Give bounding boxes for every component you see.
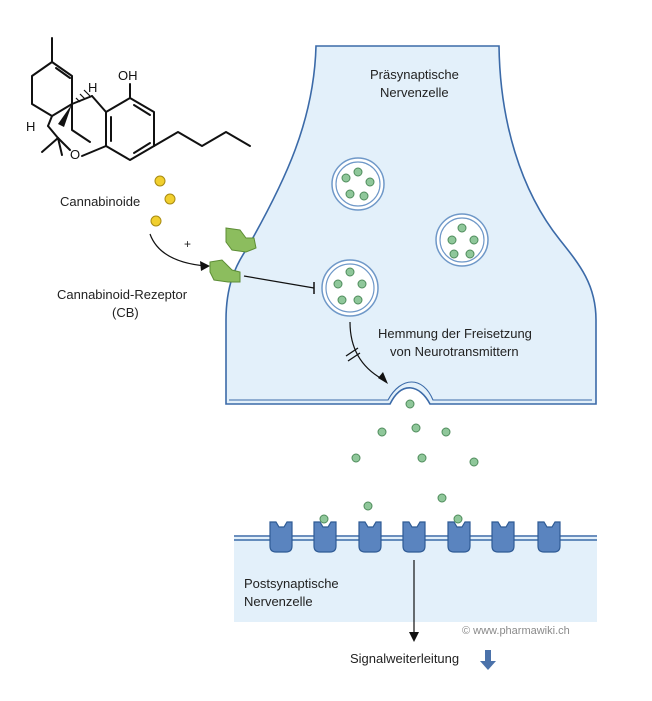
ring-oxygen-label: O xyxy=(70,147,80,162)
hydroxyl-label: OH xyxy=(118,68,138,83)
presynaptic-label-line1: Präsynaptische xyxy=(370,67,459,82)
presynaptic-neuron xyxy=(225,45,597,405)
vesicle-top xyxy=(331,157,385,211)
cannabinoid-receptor-membrane xyxy=(209,259,241,283)
inhibition-line xyxy=(243,275,315,289)
hydrogen-label-lower: H xyxy=(26,119,35,134)
cannabinoid-receptor-free xyxy=(225,227,257,253)
inhibition-label-line2: von Neurotransmittern xyxy=(390,344,519,359)
plus-sign: + xyxy=(184,237,191,251)
hydrogen-label-upper: H xyxy=(88,80,97,95)
receptor-label-line1: Cannabinoid-Rezeptor xyxy=(57,287,188,302)
copyright-credit: © www.pharmawiki.ch xyxy=(462,625,570,637)
signal-label: Signalweiterleitung xyxy=(350,651,459,666)
neurotransmitters-released xyxy=(319,399,479,524)
stereo-wedge xyxy=(58,104,72,127)
postsynaptic-receptors xyxy=(269,521,561,553)
postsynaptic-label-line1: Postsynaptische xyxy=(244,576,339,591)
receptor-label-line2: (CB) xyxy=(112,305,139,320)
block-mark-1 xyxy=(345,347,359,357)
presynaptic-label-line2: Nervenzelle xyxy=(380,85,449,100)
thc-molecule xyxy=(31,37,251,161)
vesicle-inhibited xyxy=(321,259,379,317)
postsynaptic-label-line2: Nervenzelle xyxy=(244,594,313,609)
release-arrow xyxy=(349,321,385,381)
stereo-hash xyxy=(75,89,91,103)
cannabinoid-molecules xyxy=(150,175,176,227)
signal-arrow-head xyxy=(409,632,419,642)
block-mark-2 xyxy=(347,352,361,362)
cannabinoid-label: Cannabinoide xyxy=(60,194,140,209)
vesicle-right xyxy=(435,213,489,267)
down-arrow-icon xyxy=(480,650,496,670)
binding-arrow xyxy=(149,233,207,267)
presynaptic-neuron-inner-outline xyxy=(229,381,592,401)
inhibition-label-line1: Hemmung der Freisetzung xyxy=(378,326,532,341)
